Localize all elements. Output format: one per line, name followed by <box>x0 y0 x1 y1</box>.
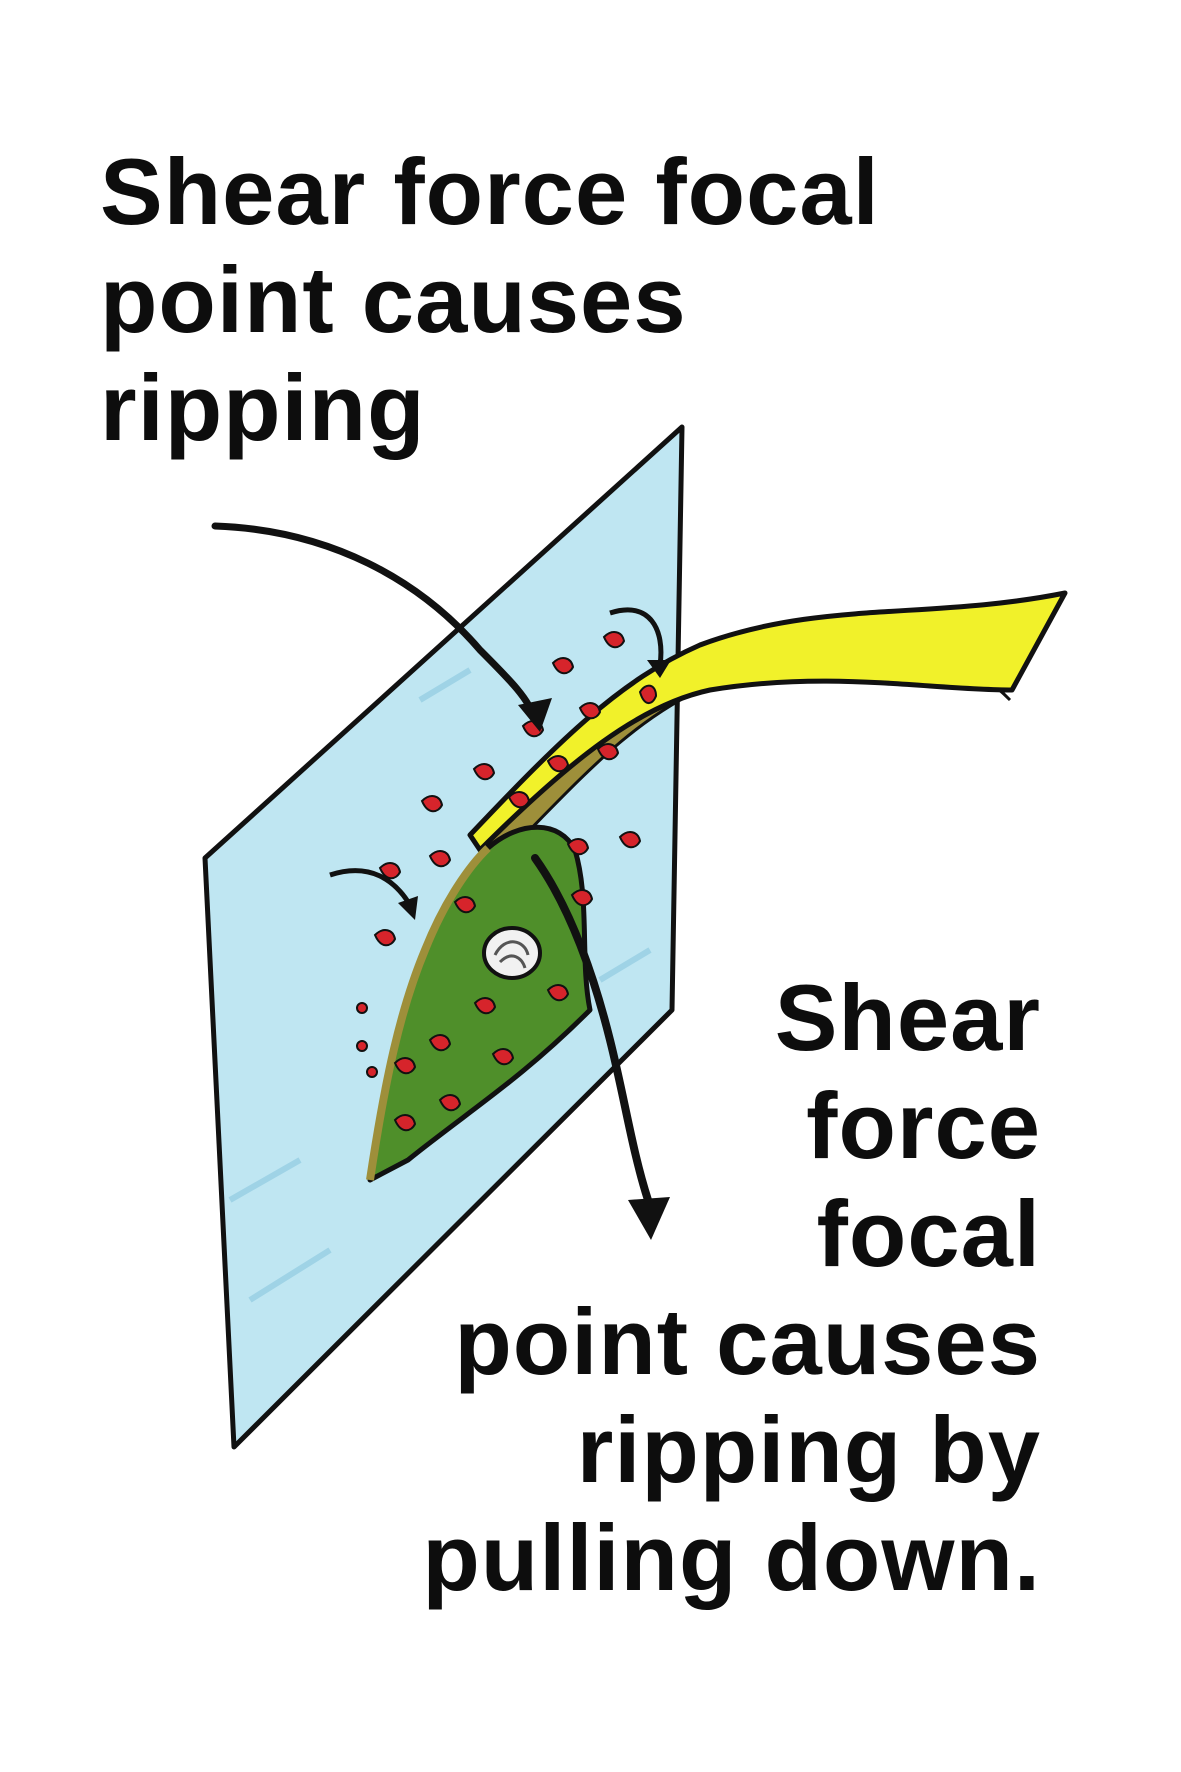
curved-arrow-icon <box>609 607 664 666</box>
bottom-annotation-line: focal <box>816 1181 1041 1286</box>
top-annotation: Shear force focal point causes ripping <box>100 138 880 462</box>
wound-detail <box>493 940 530 969</box>
top-arrow-head <box>518 698 552 732</box>
curved-arrow-head-top <box>647 660 671 678</box>
bottom-annotation: Shear force focal point causes ripping b… <box>422 964 1041 1612</box>
wound-spot <box>482 926 542 980</box>
curved-arrow-icon <box>329 868 413 907</box>
down-arrow-icon <box>628 1197 670 1240</box>
tape-strip <box>467 590 1068 853</box>
bottom-annotation-line: ripping by <box>576 1397 1041 1502</box>
top-annotation-line: Shear force focal <box>100 139 880 244</box>
curved-arrow-head-left <box>398 896 418 920</box>
bottom-annotation-line: force <box>806 1073 1041 1178</box>
bottom-annotation-line: pulling down. <box>422 1505 1041 1610</box>
pulling-down-arrow <box>531 854 652 1204</box>
top-annotation-line: ripping <box>100 355 426 460</box>
sheet-sketch-lines <box>228 667 652 1303</box>
bottom-annotation-line: point causes <box>454 1289 1041 1394</box>
bottom-annotation-line: Shear <box>774 965 1041 1070</box>
top-annotation-line: point causes <box>100 247 687 352</box>
top-focal-arrow <box>211 522 539 724</box>
flap-edge <box>366 845 491 1181</box>
